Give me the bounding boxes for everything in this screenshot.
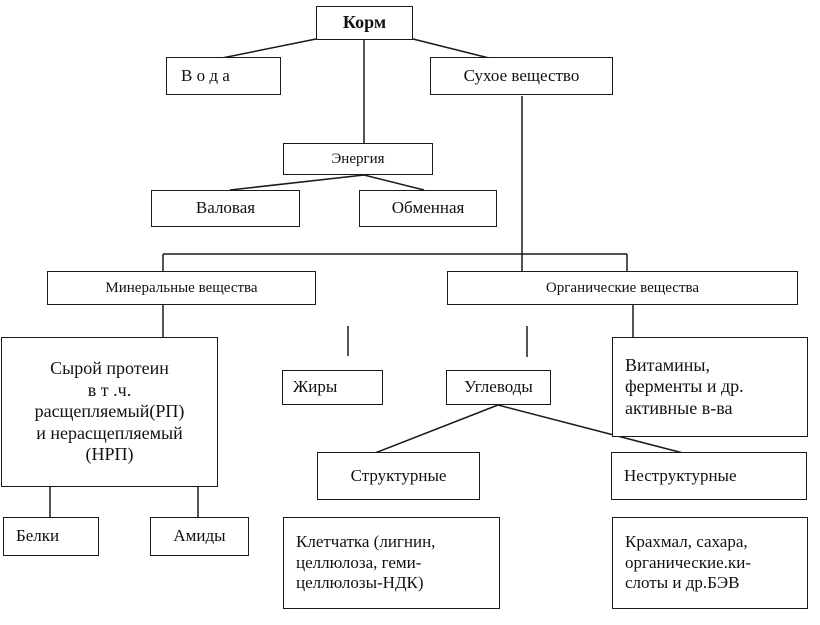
dry-matter-node: Сухое вещество — [430, 57, 613, 95]
metabolizable-energy-node: Обменная — [359, 190, 497, 227]
water-node: В о д а — [166, 57, 281, 95]
proteins-node: Белки — [3, 517, 99, 556]
fats-node: Жиры — [282, 370, 383, 405]
starch-sugars-node: Крахмал, сахара, органические.ки- слоты … — [612, 517, 808, 609]
amides-node: Амиды — [150, 517, 249, 556]
fiber-node: Клетчатка (лигнин, целлюлоза, геми- целл… — [283, 517, 500, 609]
energy-node: Энергия — [283, 143, 433, 175]
carbohydrates-node: Углеводы — [446, 370, 551, 405]
crude-protein-node: Сырой протеин в т .ч. расщепляемый(РП) и… — [1, 337, 218, 487]
root-node: Корм — [316, 6, 413, 40]
vitamins-node: Витамины, ферменты и др. активные в-ва — [612, 337, 808, 437]
mineral-substances-node: Минеральные вещества — [47, 271, 316, 305]
organic-substances-node: Органические вещества — [447, 271, 798, 305]
structural-carbs-node: Структурные — [317, 452, 480, 500]
nonstructural-carbs-node: Неструктурные — [611, 452, 807, 500]
gross-energy-node: Валовая — [151, 190, 300, 227]
